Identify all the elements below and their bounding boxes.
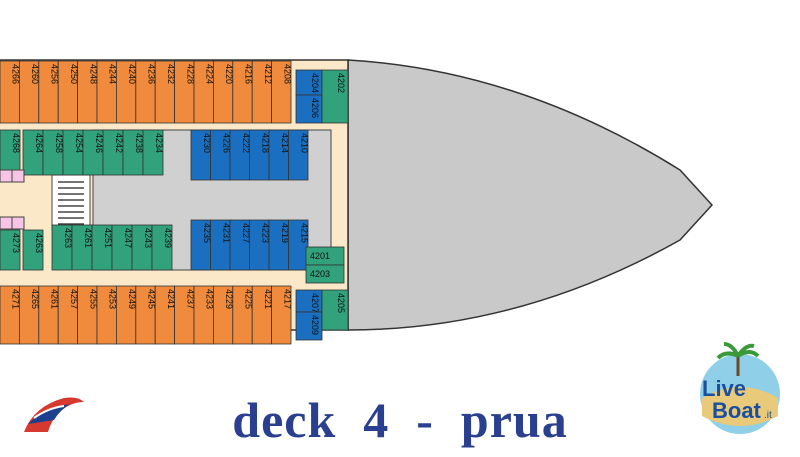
cabin-number: 4203: [310, 269, 330, 279]
cabin-number: 4206: [310, 98, 320, 118]
cabin-number: 4208: [282, 64, 292, 84]
cabin-number: 4263: [34, 233, 44, 253]
cabin-box[interactable]: [295, 69, 323, 96]
cabin-number: 4215: [299, 223, 309, 243]
elevator-box: [11, 169, 25, 183]
deck-title: deck 4 - prua: [232, 392, 568, 448]
cabin-number: 4217: [282, 289, 292, 309]
cabin-number: 4242: [114, 133, 124, 153]
cabin-number: 4258: [54, 133, 64, 153]
cabin-number: 4214: [280, 133, 290, 153]
cabin-number: 4229: [224, 289, 234, 309]
cabin-number: 4234: [154, 133, 164, 153]
cabin-number: 4235: [202, 223, 212, 243]
liveboat-line2: Boat: [712, 398, 762, 423]
cabin-box[interactable]: [321, 289, 349, 331]
deck-plan: 4266 4260 4256 4250 4248 4244 4240 4236 4232 4228…: [0, 59, 714, 345]
carnival-funnel-logo: [24, 397, 84, 432]
cabin-number: 4233: [205, 289, 215, 309]
cabin-number: 4245: [147, 289, 157, 309]
cabin-box[interactable]: [0, 229, 21, 271]
cabin-number: 4236: [147, 64, 157, 84]
elevator-box: [11, 216, 25, 230]
cabin-number: 4226: [221, 133, 231, 153]
cabin-box[interactable]: [142, 129, 164, 176]
cabin-number: 4228: [185, 64, 195, 84]
cabin-number: 4241: [166, 289, 176, 309]
cabin-number: 4249: [127, 289, 137, 309]
cabin-number: 4230: [202, 133, 212, 153]
cabin-number: 4238: [134, 133, 144, 153]
cabin-number: 4271: [11, 289, 21, 309]
cabin-number: 4205: [336, 293, 346, 313]
cabin-number: 4248: [88, 64, 98, 84]
cabin-number: 4273: [11, 233, 21, 253]
cabin-number: 4261: [50, 289, 60, 309]
cabin-number: 4254: [74, 133, 84, 153]
stairs-icon: [58, 181, 84, 225]
cabin-box[interactable]: [151, 224, 173, 271]
cabin-number: 4202: [336, 73, 346, 93]
cabin-number: 4222: [241, 133, 251, 153]
cabin-box[interactable]: [288, 219, 309, 271]
cabin-number: 4240: [127, 64, 137, 84]
cabin-number: 4224: [205, 64, 215, 84]
cabin-number: 4239: [163, 228, 173, 248]
cabin-number: 4219: [280, 223, 290, 243]
cabin-box[interactable]: [271, 285, 292, 345]
cabin-number: 4266: [11, 64, 21, 84]
cabin-number: 4261: [83, 228, 93, 248]
cabin-number: 4260: [30, 64, 40, 84]
cabin-number: 4207: [310, 293, 320, 313]
cabin-number: 4244: [108, 64, 118, 84]
cabin-number: 4204: [310, 73, 320, 93]
cabin-number: 4268: [11, 133, 21, 153]
cabin-number: 4264: [34, 133, 44, 153]
cabin-number: 4257: [69, 289, 79, 309]
elevator-box: [0, 216, 13, 230]
cabin-number: 4256: [50, 64, 60, 84]
liveboat-line1: Live: [702, 376, 746, 401]
liveboat-logo: Live Boat .it: [690, 336, 790, 442]
cabin-number: 4218: [260, 133, 270, 153]
cabin-number: 4220: [224, 64, 234, 84]
cabin-number: 4255: [88, 289, 98, 309]
cabin-number: 4201: [310, 251, 330, 261]
cabin-number: 4232: [166, 64, 176, 84]
cabin-number: 4263: [63, 228, 73, 248]
cabin-number: 4225: [244, 289, 254, 309]
cabin-number: 4212: [263, 64, 273, 84]
cabin-number: 4210: [299, 133, 309, 153]
cabin-number: 4265: [30, 289, 40, 309]
cabin-box[interactable]: [321, 69, 349, 124]
stair-area: [51, 174, 91, 231]
cabin-box[interactable]: [288, 129, 309, 181]
cabin-box[interactable]: [305, 264, 345, 284]
liveboat-suffix: .it: [764, 410, 772, 421]
bow-hull: [347, 59, 714, 331]
cabin-number: 4246: [94, 133, 104, 153]
cabin-number: 4231: [221, 223, 231, 243]
cabin-number: 4209: [310, 315, 320, 335]
cabin-box[interactable]: [271, 60, 292, 124]
cabin-number: 4227: [241, 223, 251, 243]
cabin-number: 4250: [69, 64, 79, 84]
cabin-number: 4243: [143, 228, 153, 248]
cabin-number: 4223: [260, 223, 270, 243]
cabin-number: 4253: [108, 289, 118, 309]
cabin-box[interactable]: [295, 94, 323, 124]
cabin-number: 4221: [263, 289, 273, 309]
cabin-number: 4251: [103, 228, 113, 248]
cabin-box[interactable]: [22, 229, 44, 271]
cabin-number: 4247: [123, 228, 133, 248]
cabin-number: 4216: [244, 64, 254, 84]
elevator-box: [0, 169, 13, 183]
cabin-number: 4237: [185, 289, 195, 309]
